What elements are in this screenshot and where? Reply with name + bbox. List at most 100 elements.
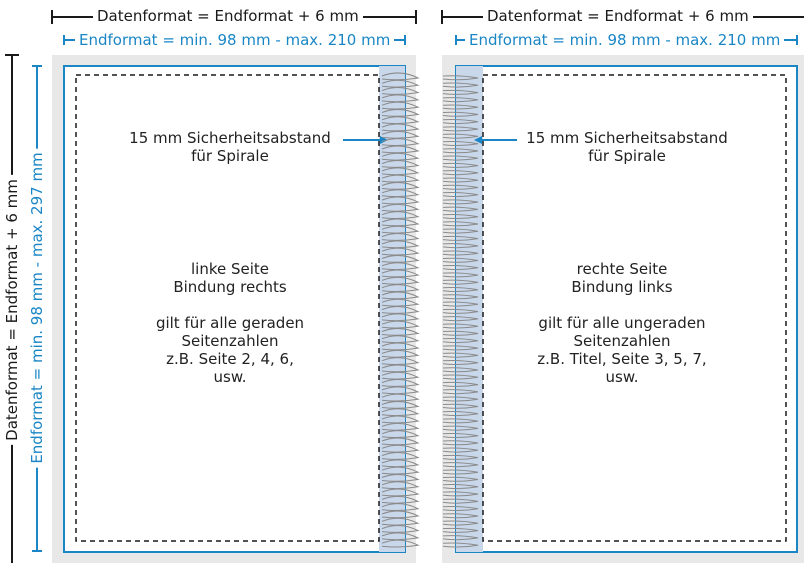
left-page-line-7: usw. [213, 368, 247, 386]
height-final-range-label: Endformat = min. 98 mm - max. 297 mm [28, 148, 46, 468]
right-page-trim [455, 65, 798, 553]
spiral-coil [442, 140, 479, 146]
spiral-coil [442, 228, 479, 234]
left-spiral-coils [381, 72, 420, 548]
left-page-line-4: gilt für alle geraden [155, 314, 305, 332]
spiral-coil [442, 286, 479, 292]
right-data-width-label: Datenformat = Endformat + 6 mm [483, 7, 753, 25]
spiral-coil [442, 513, 479, 519]
spiral-coil [442, 111, 479, 117]
spiral-coil [381, 138, 420, 146]
spiral-coil [381, 87, 420, 95]
spiral-coil [381, 422, 420, 431]
spiral-coil [442, 97, 479, 103]
right-page-line-7: usw. [605, 368, 639, 386]
spiral-coil [381, 488, 420, 497]
left-safety-line1: 15 mm Sicherheitsabstand [129, 129, 331, 147]
right-safety-label: 15 mm Sicherheitsabstand für Spirale [512, 129, 742, 165]
spiral-coil [442, 155, 479, 161]
spiral-coil [381, 415, 420, 424]
spiral-coil [381, 189, 420, 198]
right-page-description: rechte Seite Bindung links gilt für alle… [512, 260, 732, 386]
spiral-coil [381, 430, 420, 438]
spiral-coil [381, 306, 420, 314]
spiral-coil [381, 466, 420, 475]
spiral-coil [381, 335, 420, 344]
spiral-coil [442, 243, 479, 249]
spiral-coil [381, 525, 420, 533]
spiral-coil [442, 425, 479, 431]
spiral-coil [381, 437, 420, 446]
spiral-coil [381, 182, 420, 190]
right-final-width-label: Endformat = min. 98 mm - max. 210 mm [465, 31, 785, 49]
spiral-coil [381, 247, 420, 256]
spiral-coil [442, 403, 479, 409]
spiral-coil [442, 89, 479, 95]
spiral-coil [381, 109, 420, 117]
spiral-coil [442, 316, 479, 322]
spiral-coil [442, 250, 479, 256]
right-safety-area [482, 74, 787, 542]
spiral-coil [442, 133, 479, 139]
left-page-line-5: Seitenzahlen [181, 332, 279, 350]
spiral-coil [381, 123, 420, 132]
spiral-coil [442, 454, 479, 460]
spiral-coil [381, 364, 420, 373]
left-safety-label: 15 mm Sicherheitsabstand für Spirale [120, 129, 340, 165]
spiral-coil [381, 495, 420, 504]
spiral-coil [381, 444, 420, 453]
spiral-coil [381, 386, 420, 395]
spiral-coil [381, 101, 420, 110]
spiral-coil [442, 126, 479, 132]
left-page-line-1: linke Seite [190, 260, 270, 278]
spiral-coil [381, 393, 420, 402]
right-safety-arrowhead [474, 136, 482, 144]
spiral-coil [442, 374, 479, 380]
right-page-line-4: gilt für alle ungeraden [538, 314, 706, 332]
spiral-coil [381, 539, 420, 548]
spiral-coil [381, 130, 420, 139]
spiral-coil [442, 345, 479, 351]
right-page-line-6: z.B. Titel, Seite 3, 5, 7, [537, 350, 707, 368]
spiral-coil [381, 211, 420, 219]
spiral-coil [381, 510, 420, 519]
spiral-coil [442, 206, 479, 212]
spiral-coil [442, 257, 479, 263]
spiral-coil [381, 203, 420, 212]
spiral-coil [442, 235, 479, 241]
spiral-coil [442, 535, 479, 541]
spiral-coil [442, 527, 479, 533]
spiral-coil [442, 162, 479, 168]
spiral-coil [442, 447, 479, 453]
spiral-coil [381, 276, 420, 285]
left-safety-area [75, 74, 380, 542]
left-page-spacer [120, 296, 340, 314]
spiral-coil [381, 379, 420, 387]
spiral-coil [381, 174, 420, 183]
spiral-coil [381, 298, 420, 307]
spiral-coil [381, 160, 420, 168]
spiral-coil [442, 440, 479, 446]
spiral-coil [442, 213, 479, 219]
spiral-coil [442, 381, 479, 387]
spiral-coil [381, 452, 420, 460]
spiral-coil [442, 338, 479, 344]
spiral-coil [381, 517, 420, 526]
spiral-coil [442, 498, 479, 504]
spiral-coil [381, 532, 420, 541]
spiral-coil [442, 301, 479, 307]
spiral-coil [442, 359, 479, 365]
spiral-coil [442, 484, 479, 490]
spiral-coil [381, 328, 420, 336]
spiral-coil [381, 225, 420, 234]
left-page-line-2: Bindung rechts [173, 278, 287, 296]
spiral-coil [381, 218, 420, 227]
spiral-coil [381, 167, 420, 176]
spiral-coil [381, 255, 420, 263]
left-final-width-label: Endformat = min. 98 mm - max. 210 mm [75, 31, 395, 49]
spiral-coil [381, 284, 420, 292]
spiral-coil [442, 520, 479, 526]
spiral-coil [381, 503, 420, 511]
spiral-coil [381, 371, 420, 380]
